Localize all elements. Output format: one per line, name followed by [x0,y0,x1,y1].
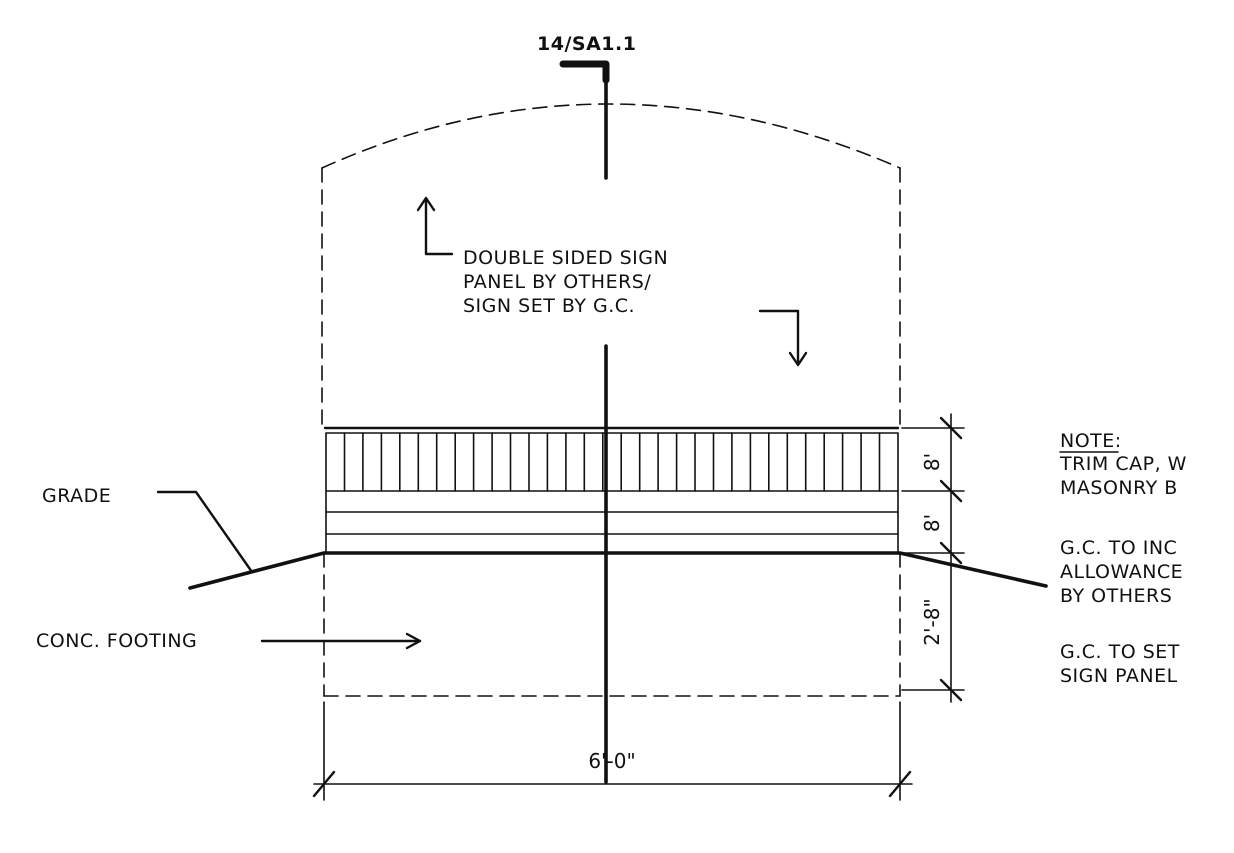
grade-line [188,551,1048,590]
dim-footing-depth: 2'-8" [920,598,944,645]
note-line-7: SIGN PANEL [1060,665,1178,687]
footing-leader-head [405,632,422,650]
dim-tick-top [939,416,963,440]
dim-overall-width: 6'-0" [588,749,635,773]
callout-sign-panel-line-3: SIGN SET BY G.C. [463,295,635,317]
dim-width-tick-right [888,770,912,798]
section-reference-label: 14/SA1.1 [537,33,636,55]
dim-tick-cap [939,479,963,503]
note-line-2: MASONRY B [1060,477,1178,499]
sign-panel-outline [321,103,901,169]
trim-cap-band [325,432,899,492]
note-line-3: G.C. TO INC [1060,537,1177,559]
callout-arrow-down-head [788,351,808,367]
note-line-4: ALLOWANCE [1060,561,1183,583]
callout-arrow-up [424,198,454,256]
note-line-5: BY OTHERS [1060,585,1172,607]
trim-cap-battens [343,432,881,492]
dim-width-tick-left [312,770,336,798]
callout-sign-panel-line-1: DOUBLE SIDED SIGN [463,247,668,269]
dim-cap-height: 8' [920,453,944,471]
section-reference-arrow [559,60,610,84]
callout-arrow-down [758,309,800,366]
grade-leader [156,490,254,574]
note-title: NOTE: [1060,430,1122,452]
footing-label: CONC. FOOTING [36,630,197,652]
note-line-6: G.C. TO SET [1060,641,1180,663]
dim-base-height: 8' [920,514,944,532]
dim-tick-grade [939,541,963,565]
grade-label: GRADE [42,485,111,507]
callout-arrow-up-head [416,196,436,212]
note-line-1: TRIM CAP, W [1059,453,1187,475]
callout-sign-panel-line-2: PANEL BY OTHERS/ [463,271,651,293]
dim-tick-footing [939,678,963,702]
